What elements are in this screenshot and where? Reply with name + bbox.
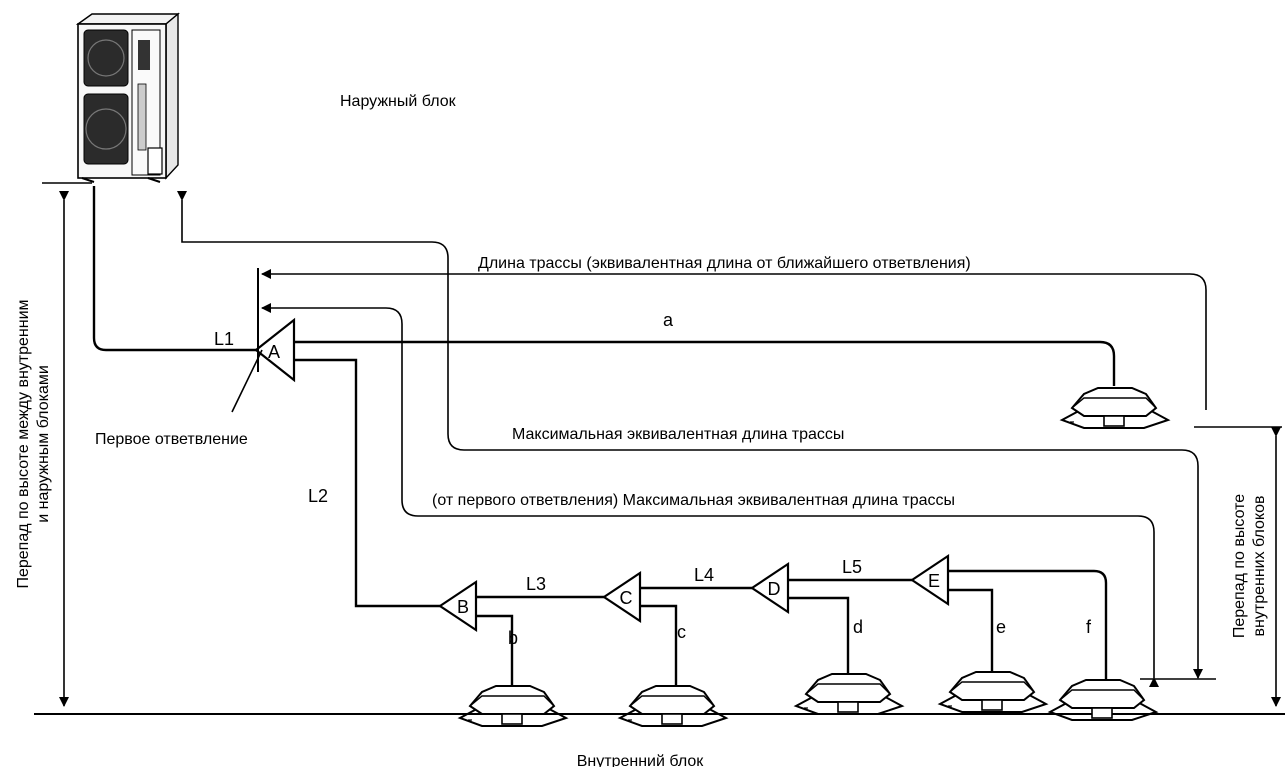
branch-a <box>254 268 296 383</box>
max-length-label: Максимальная эквивалентная длина трассы <box>512 426 844 443</box>
height-indoor-label: Перепад по высоте внутренних блоков <box>1231 494 1268 638</box>
pipe-l1 <box>92 186 256 352</box>
branch-d <box>750 561 790 615</box>
pipe-e <box>948 588 994 674</box>
pipe-c <box>640 604 678 692</box>
path-length-label: Длина трассы (эквивалентная длина от бли… <box>478 255 971 272</box>
svg-text:Перепад по высоте: Перепад по высоте <box>1231 494 1248 638</box>
indoor-unit-c <box>619 685 727 727</box>
branch-c-label: C <box>620 588 633 608</box>
branch-a-label: A <box>268 342 280 362</box>
branch-b <box>438 579 478 633</box>
branch-e-label: E <box>928 571 940 591</box>
path-length-arrow <box>261 269 1207 410</box>
pipe-l2-label: L2 <box>308 486 328 506</box>
branch-d-label: D <box>768 579 781 599</box>
indoor-unit-a <box>1061 387 1169 429</box>
unit-d-label: d <box>853 617 863 637</box>
unit-e-label: e <box>996 617 1006 637</box>
pipe-b <box>476 614 514 690</box>
unit-f-label: f <box>1086 617 1092 637</box>
pipe-f <box>948 569 1108 684</box>
indoor-unit-e <box>939 671 1047 713</box>
pipe-l1-label: L1 <box>214 329 234 349</box>
outdoor-unit <box>75 12 180 183</box>
max-length-from-first-path <box>261 303 1159 687</box>
branch-e <box>910 553 950 607</box>
height-outdoor-indoor-label: Перепад по высоте между внутренним и нар… <box>15 299 52 588</box>
svg-text:внутренних блоков: внутренних блоков <box>1251 496 1268 637</box>
branch-b-label: B <box>457 597 469 617</box>
svg-text:Перепад по высоте между внутре: Перепад по высоте между внутренним <box>15 299 32 588</box>
unit-a-label: a <box>663 310 674 330</box>
outdoor-unit-label: Наружный блок <box>340 93 457 110</box>
branch-c <box>602 570 642 624</box>
pipe-l4-label: L4 <box>694 565 714 585</box>
pipe-l5-label: L5 <box>842 557 862 577</box>
unit-c-label: c <box>677 622 686 642</box>
indoor-unit-label: Внутренний блок <box>577 753 704 767</box>
first-branch-label: Первое ответвление <box>95 431 248 448</box>
unit-b-label: b <box>508 628 518 648</box>
pipe-d <box>788 596 850 676</box>
svg-text:и наружным блоками: и наружным блоками <box>35 365 52 523</box>
pipe-l2 <box>294 358 440 608</box>
max-length-from-first-label: (от первого ответвления) Максимальная эк… <box>432 492 955 509</box>
indoor-unit-d <box>795 673 903 715</box>
indoor-unit-b <box>459 685 567 727</box>
first-branch-pointer <box>231 349 263 413</box>
pipe-l3-label: L3 <box>526 574 546 594</box>
pipe-a <box>294 340 1116 386</box>
